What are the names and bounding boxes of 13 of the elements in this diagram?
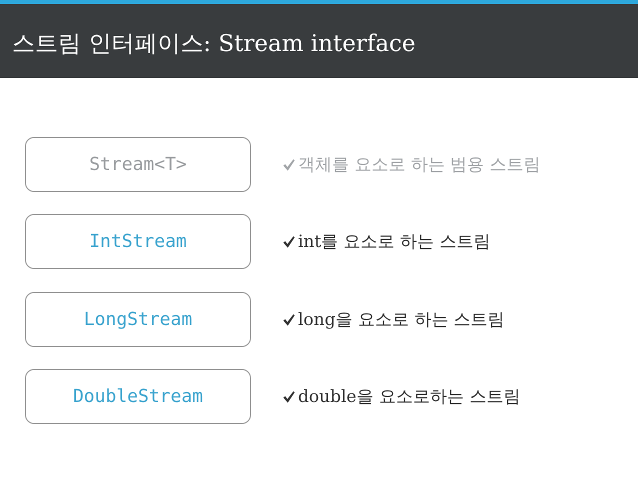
type-name: IntStream [89,230,187,252]
description-text: double을 요소로하는 스트림 [298,386,520,408]
description-text: int를 요소로 하는 스트림 [298,230,490,252]
stream-type-card [25,137,251,192]
stream-type-card [25,292,251,347]
slide-title: 스트림 인터페이스: Stream interface [12,30,416,59]
description-text: long을 요소로 하는 스트림 [298,308,505,330]
stream-type-card [25,369,251,424]
type-name: Stream<T> [89,154,187,176]
type-name: DoubleStream [72,386,204,408]
stream-type-card [25,214,251,269]
description-text: 객체를 요소로 하는 범용 스트림 [298,154,541,176]
type-name: LongStream [84,308,192,330]
